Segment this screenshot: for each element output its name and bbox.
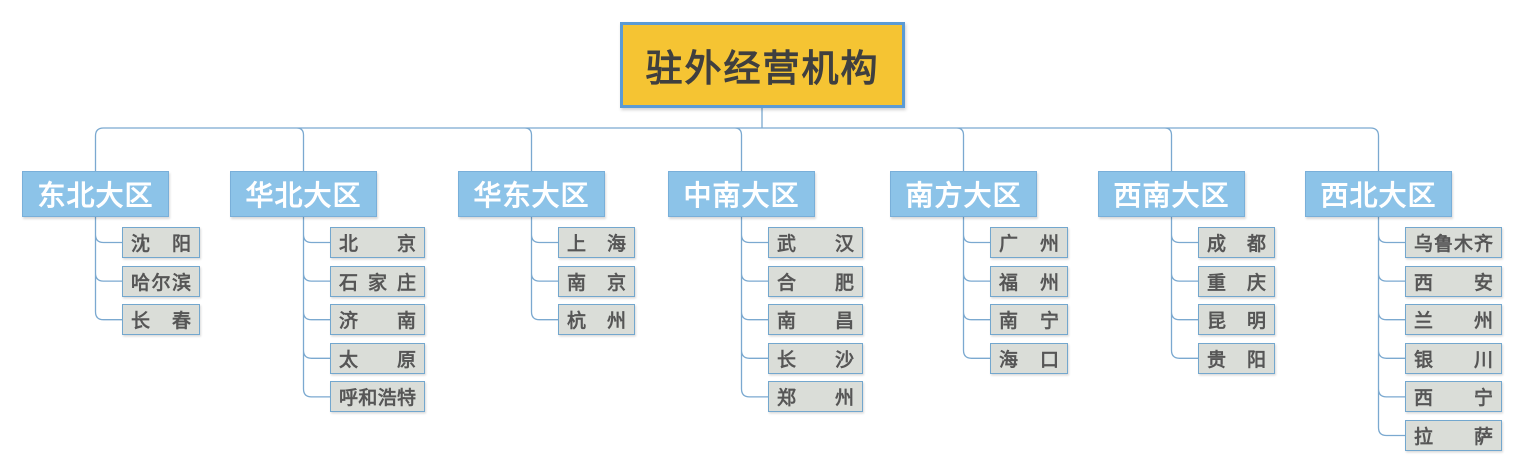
city-label: 南京 xyxy=(567,272,626,294)
city-label: 拉萨 xyxy=(1414,427,1493,448)
root-label: 驻外经营机构 xyxy=(645,48,880,89)
city-node[interactable]: 西宁 xyxy=(1405,381,1502,413)
city-label: 太原 xyxy=(339,349,416,371)
region-node[interactable]: 东北大区 xyxy=(22,171,169,217)
city-node[interactable]: 海口 xyxy=(990,342,1068,374)
region-label: 中南大区 xyxy=(683,180,800,211)
region-node[interactable]: 西北大区 xyxy=(1305,171,1452,217)
city-node[interactable]: 长春 xyxy=(122,304,200,336)
root-node[interactable]: 驻外经营机构 xyxy=(620,22,905,108)
city-node[interactable]: 北京 xyxy=(330,227,425,258)
city-label: 长沙 xyxy=(777,349,854,371)
city-label: 银川 xyxy=(1414,349,1493,371)
city-node[interactable]: 福州 xyxy=(990,265,1068,297)
region-label: 东北大区 xyxy=(37,180,154,211)
region-node[interactable]: 南方大区 xyxy=(890,171,1037,217)
city-label: 贵阳 xyxy=(1207,349,1266,371)
city-label: 杭州 xyxy=(567,311,626,333)
city-label: 兰州 xyxy=(1414,311,1493,333)
city-label: 福州 xyxy=(999,272,1059,294)
city-node[interactable]: 合肥 xyxy=(768,265,863,297)
region-label: 华东大区 xyxy=(473,180,590,211)
city-node[interactable]: 杭州 xyxy=(558,304,635,336)
city-node[interactable]: 重庆 xyxy=(1198,265,1275,297)
city-label: 西宁 xyxy=(1414,388,1493,410)
city-label: 海口 xyxy=(999,349,1059,371)
city-node[interactable]: 拉萨 xyxy=(1405,420,1502,451)
city-node[interactable]: 沈阳 xyxy=(122,227,200,258)
city-node[interactable]: 哈尔滨 xyxy=(122,265,200,297)
city-node[interactable]: 武汉 xyxy=(768,227,863,258)
city-label: 重庆 xyxy=(1207,272,1266,294)
region-node[interactable]: 中南大区 xyxy=(668,171,815,217)
city-label: 北京 xyxy=(339,234,416,255)
city-label: 广州 xyxy=(999,234,1059,255)
city-label: 西安 xyxy=(1414,272,1493,294)
city-label: 济南 xyxy=(339,311,416,333)
city-node[interactable]: 石家庄 xyxy=(330,265,425,297)
city-node[interactable]: 郑州 xyxy=(768,381,863,413)
city-node[interactable]: 广州 xyxy=(990,227,1068,258)
city-label: 石家庄 xyxy=(339,272,416,294)
city-label: 武汉 xyxy=(777,234,854,255)
city-node[interactable]: 南京 xyxy=(558,265,635,297)
region-node[interactable]: 华东大区 xyxy=(458,171,605,217)
city-label: 南昌 xyxy=(777,311,854,333)
city-node[interactable]: 银川 xyxy=(1405,342,1502,374)
region-label: 华北大区 xyxy=(245,180,362,211)
city-label: 郑州 xyxy=(777,388,854,410)
region-label: 西南大区 xyxy=(1113,180,1230,211)
city-node[interactable]: 西安 xyxy=(1405,265,1502,297)
city-label: 成都 xyxy=(1207,234,1266,255)
city-label: 乌鲁木齐 xyxy=(1414,234,1493,255)
city-node[interactable]: 南昌 xyxy=(768,304,863,336)
city-node[interactable]: 济南 xyxy=(330,304,425,336)
city-label: 长春 xyxy=(131,311,191,333)
city-label: 合肥 xyxy=(777,272,854,294)
city-label: 沈阳 xyxy=(131,234,191,255)
region-node[interactable]: 西南大区 xyxy=(1098,171,1245,217)
city-label: 呼和浩特 xyxy=(339,388,416,410)
region-label: 南方大区 xyxy=(905,180,1022,211)
city-node[interactable]: 上海 xyxy=(558,227,635,258)
city-node[interactable]: 太原 xyxy=(330,342,425,374)
city-node[interactable]: 成都 xyxy=(1198,227,1275,258)
city-label: 上海 xyxy=(567,234,626,255)
city-node[interactable]: 长沙 xyxy=(768,342,863,374)
city-node[interactable]: 昆明 xyxy=(1198,304,1275,336)
city-node[interactable]: 兰州 xyxy=(1405,304,1502,336)
city-label: 哈尔滨 xyxy=(131,272,191,294)
region-label: 西北大区 xyxy=(1320,180,1437,211)
city-label: 南宁 xyxy=(999,311,1059,333)
city-node[interactable]: 南宁 xyxy=(990,304,1068,336)
city-node[interactable]: 呼和浩特 xyxy=(330,381,425,413)
region-node[interactable]: 华北大区 xyxy=(230,171,377,217)
city-node[interactable]: 乌鲁木齐 xyxy=(1405,227,1502,258)
city-label: 昆明 xyxy=(1207,311,1266,333)
city-node[interactable]: 贵阳 xyxy=(1198,342,1275,374)
